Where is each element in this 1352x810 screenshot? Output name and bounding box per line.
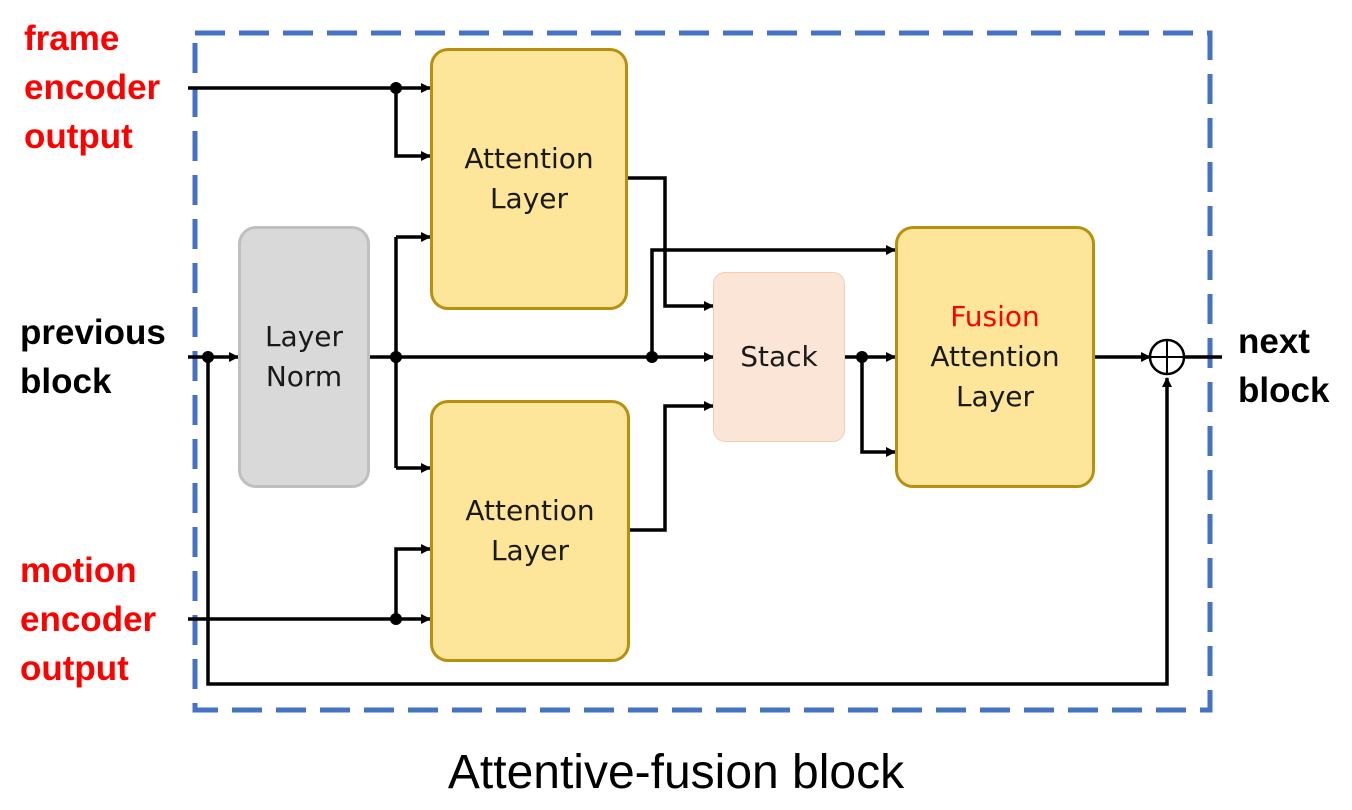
junction-dot: [202, 351, 214, 363]
junction-dot: [390, 613, 402, 625]
stack-label: Stack: [740, 340, 818, 373]
motion-to-attn-bottom: [394, 544, 431, 619]
frame-encoder-output-label: frame encoder output: [24, 19, 161, 156]
attention-top-line-1: Attention: [464, 142, 594, 175]
layer-norm: Layer Norm: [238, 226, 370, 488]
previous-block-label: previous block: [20, 313, 166, 401]
fusion-line-2: Attention: [930, 340, 1060, 373]
junction-dot: [856, 351, 868, 363]
fusion-highlight-label: Fusion: [950, 300, 1040, 333]
junction-dot: [390, 351, 402, 363]
layer-norm-line-1: Layer: [264, 320, 344, 353]
norm-to-fusion-line: [650, 245, 896, 357]
junction-dot: [646, 351, 658, 363]
attention-layer-bottom: Attention Layer: [430, 400, 630, 662]
attention-bottom-line-1: Attention: [465, 494, 595, 527]
junction-dot: [390, 82, 402, 94]
next-block-label: next block: [1238, 322, 1330, 410]
motion-encoder-output-label: motion encoder output: [20, 551, 157, 688]
stack-to-fusion-lower: [860, 357, 896, 457]
frame-to-attn-top-v: [394, 88, 431, 161]
attention-bottom-line-2: Layer: [490, 534, 570, 567]
fusion-line-3: Layer: [955, 380, 1035, 413]
attn-top-to-stack: [628, 176, 714, 311]
circled-plus-icon: [1148, 338, 1186, 376]
attn-bottom-to-stack: [630, 401, 714, 532]
fusion-attention-layer: Fusion Attention Layer: [895, 226, 1095, 488]
stack-node: Stack: [713, 272, 845, 442]
attention-top-line-2: Layer: [489, 182, 569, 215]
diagram-caption: Attentive-fusion block: [447, 746, 905, 799]
attention-layer-top: Attention Layer: [430, 48, 628, 310]
block-boundary: [192, 30, 1213, 713]
layer-norm-line-2: Norm: [265, 360, 343, 393]
residual-line: [206, 357, 1172, 686]
